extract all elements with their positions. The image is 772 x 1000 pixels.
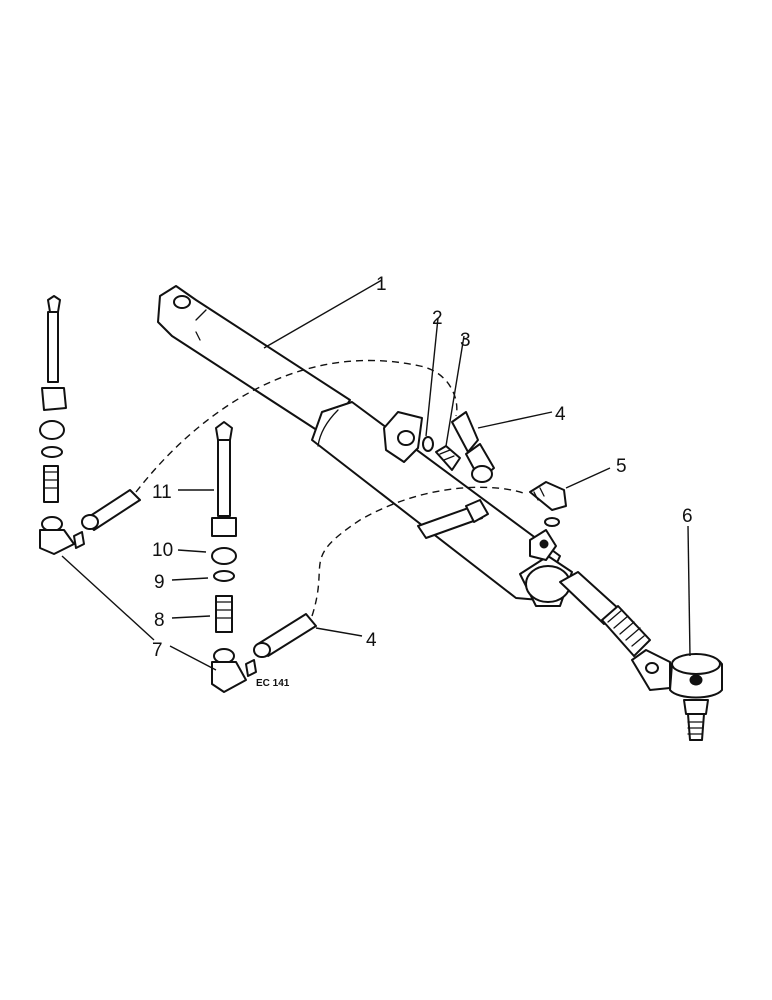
- elbow-fitting: [529, 481, 567, 527]
- callout-9: 9: [154, 572, 165, 593]
- hose-fitting-upper: [451, 411, 495, 483]
- hydraulic-cylinder: [157, 285, 651, 657]
- callout-7: 7: [152, 640, 163, 661]
- drawing-code: EC 141: [256, 678, 290, 689]
- callout-6: 6: [682, 506, 693, 527]
- hose-fitting-middle: [417, 499, 489, 539]
- callout-4-upper: 4: [555, 404, 566, 425]
- callout-2: 2: [432, 308, 443, 329]
- callout-5: 5: [616, 456, 627, 477]
- callout-8: 8: [154, 610, 165, 631]
- callout-4-lower: 4: [366, 630, 377, 651]
- tie-rod-end: [631, 649, 723, 741]
- o-ring: [422, 436, 434, 452]
- callout-10: 10: [152, 540, 173, 561]
- hose-route-upper: [135, 359, 458, 493]
- center-fitting-stack: [211, 421, 317, 693]
- hose-route-lower: [311, 486, 527, 617]
- callout-1: 1: [376, 274, 387, 295]
- callout-3: 3: [460, 330, 471, 351]
- callout-11: 11: [152, 482, 172, 503]
- leader-lines: [61, 279, 691, 671]
- adaptor: [435, 445, 461, 471]
- left-fitting-stack: [39, 295, 141, 555]
